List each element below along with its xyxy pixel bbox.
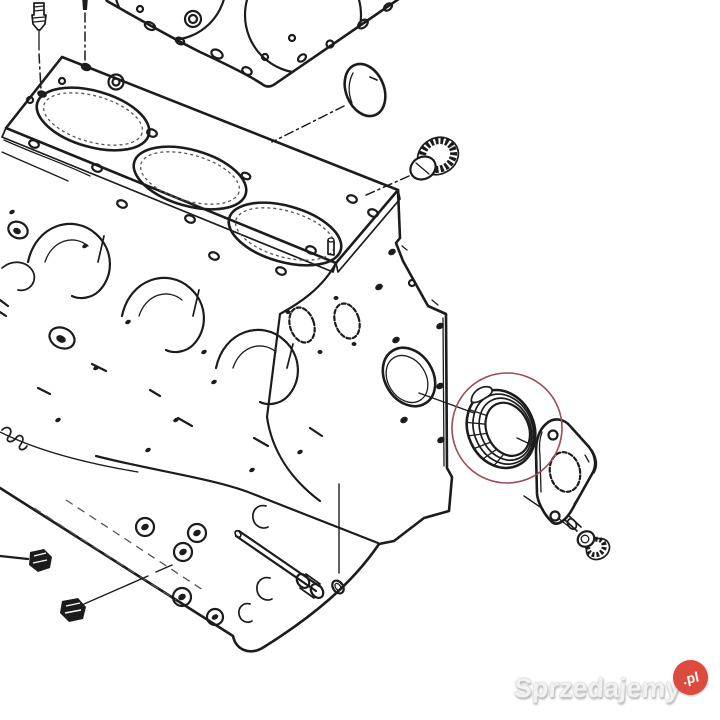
dowel-pin-and-sleeve [234,483,345,600]
leader-line [418,392,475,414]
block-rear-face [285,188,454,546]
watermark-brand: Sprzedajemy [513,673,682,703]
watermark: Sprzedajemy .pl [513,656,712,704]
threaded-gallery-plug [363,136,460,197]
flange-bolt [557,515,611,561]
leader-line [523,495,544,510]
leader-line [83,564,173,605]
drain-plugs [0,549,173,622]
dowel-pin [327,237,335,256]
bearing-locating-tab [470,385,493,404]
rear-flange-plate [523,418,598,525]
crankshaft-bore [381,346,437,408]
block-top-deck [1,55,401,276]
block-bottom [0,454,381,653]
head-gasket [104,0,400,88]
block-front-face [0,139,324,473]
face-crease [265,261,338,503]
engine-block [0,55,454,653]
leader-line [271,105,345,143]
core-plug [271,62,387,143]
highlight-circle [451,372,563,484]
leader-line [0,554,30,561]
main-bearing-shell [418,385,546,470]
